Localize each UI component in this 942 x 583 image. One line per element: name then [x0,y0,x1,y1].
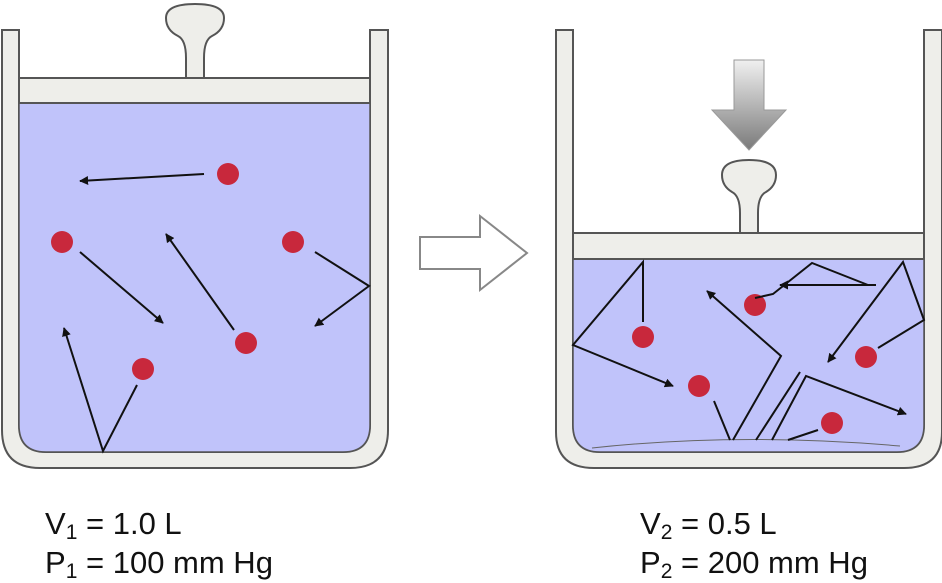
velocity-arrow [165,233,235,331]
velocity-arrow [62,327,138,454]
gas-region [572,258,925,453]
gas-molecule [632,326,654,348]
gas-molecule [688,375,710,397]
velocity-arrow [79,173,205,186]
piston-handle [720,158,778,234]
pressure-before-label: P1 = 100 mm Hg [45,545,273,583]
gas-molecule [821,412,843,434]
velocity-arrow [706,290,783,441]
gas-molecule [235,332,257,354]
velocity-arrow [755,371,801,441]
gas-molecule [217,163,239,185]
volume-before-label: V1 = 1.0 L [45,506,182,544]
gas-region [18,102,371,453]
push-down-arrow [710,59,788,151]
velocity-arrow [314,251,371,327]
bottom-edge-line [591,438,901,449]
velocity-arrow [713,400,731,441]
volume-after-label: V2 = 0.5 L [640,506,777,544]
velocity-arrow [754,261,869,299]
container-after [555,29,942,469]
velocity-arrow [571,259,674,388]
gas-molecule [855,346,877,368]
velocity-arrow [787,429,819,441]
container-before [1,2,389,469]
gas-molecule [132,358,154,380]
transition-arrow [419,213,529,293]
pressure-after-label: P2 = 200 mm Hg [640,545,868,583]
piston-plate [572,232,925,260]
velocity-arrow [79,251,164,324]
velocity-arrow [827,259,926,363]
gas-molecule [744,294,766,316]
piston-plate [18,77,371,104]
gas-molecule [51,231,73,253]
velocity-arrow [771,374,907,441]
piston-handle [164,2,226,79]
gas-molecule [282,231,304,253]
